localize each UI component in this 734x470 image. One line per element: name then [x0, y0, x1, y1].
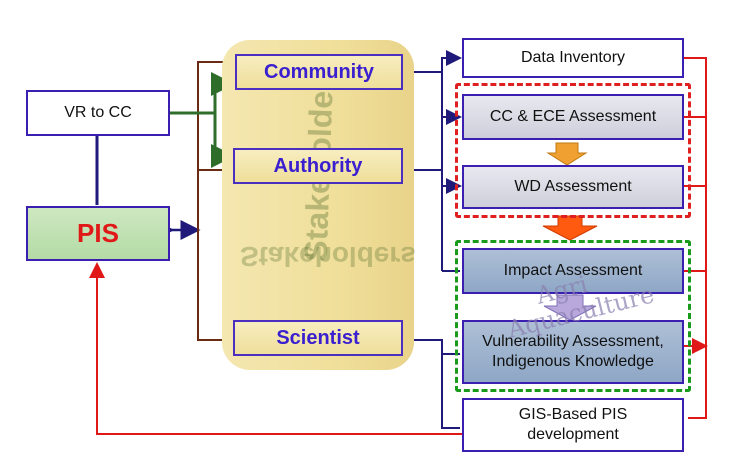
gis-line-2: development — [527, 426, 619, 443]
data-inventory-box: Data Inventory — [462, 38, 684, 78]
gis-line-1: GIS-Based PIS — [518, 406, 628, 423]
community-box: Community — [235, 54, 403, 90]
cc-ece-assessment-box: CC & ECE Assessment — [462, 94, 684, 140]
stakeholders-panel: Stakeholders Stakeholders — [222, 40, 416, 370]
cc-to-wd-arrow — [546, 142, 588, 166]
pis-box: PIS — [26, 206, 170, 261]
right-feedback-bus — [684, 57, 706, 419]
authority-box: Authority — [233, 148, 403, 184]
impact-to-vulnerability-arrow — [543, 294, 597, 321]
climate-assessment-group — [455, 83, 691, 218]
vr-to-cc-box: VR to CC — [26, 90, 170, 136]
red-to-green-arrow — [542, 215, 598, 241]
community-to-inventory-arrow — [404, 50, 462, 73]
vulnerability-assessment-box: Vulnerability Assessment, Indigenous Kno… — [462, 320, 684, 384]
impact-vulnerability-group — [455, 240, 691, 392]
stakeholders-watermark-mirror: Stakeholders — [240, 241, 416, 272]
vulnerability-line-2: Indigenous Knowledge — [492, 353, 654, 370]
wd-assessment-box: WD Assessment — [462, 165, 684, 209]
feedback-to-pis-arrow — [89, 262, 462, 435]
scientist-box: Scientist — [233, 320, 403, 356]
impact-assessment-box: Impact Assessment — [462, 248, 684, 294]
gis-pis-box: GIS-Based PIS development — [462, 398, 684, 452]
vulnerability-line-1: Vulnerability Assessment, — [482, 333, 664, 350]
